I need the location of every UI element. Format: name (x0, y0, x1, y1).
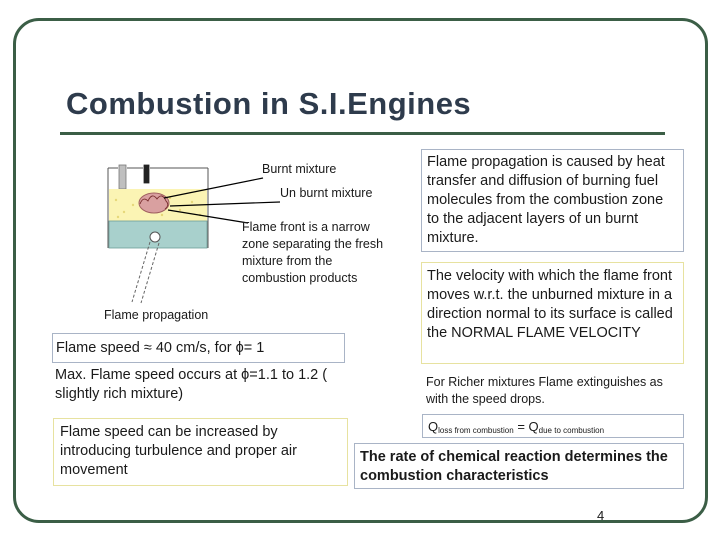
phi-symbol-2: ϕ (241, 367, 250, 383)
flame-speed-prefix: Flame speed (56, 340, 140, 356)
increase-flame-speed-box: Flame speed can be increased by introduc… (53, 418, 348, 486)
richer-mixtures-text: For Richer mixtures Flame extinguishes a… (426, 375, 663, 406)
flame-speed-box: Flame speed ≈ 40 cm/s, for ϕ= 1 (52, 333, 345, 363)
slide-title: Combustion in S.I.Engines (66, 86, 472, 121)
page-number: 4 (597, 508, 605, 523)
normal-flame-velocity-box: The velocity with which the flame front … (421, 262, 684, 364)
max-prefix: Max. Flame speed occurs at (55, 367, 242, 383)
propagation-cause-box: Flame propagation is caused by heat tran… (421, 149, 684, 252)
unburnt-mixture-label: Un burnt mixture (280, 186, 373, 200)
slide-frame (13, 18, 708, 523)
burnt-mixture-region (138, 192, 170, 214)
heat-balance-box: Qloss from combustion = Qdue to combusti… (422, 414, 684, 438)
q-loss-symbol: Q (428, 419, 439, 434)
connecting-rod (131, 241, 160, 304)
flame-propagation-label: Flame propagation (104, 308, 209, 322)
q-due-subscript: due to combustion (538, 426, 605, 435)
reaction-rate-box: The rate of chemical reaction determines… (354, 443, 684, 489)
piston-pin (149, 231, 161, 243)
phi-symbol: ϕ (235, 340, 244, 356)
engine-diagram (107, 164, 281, 304)
flame-front-label: Flame front is a narrow zone separating … (242, 220, 384, 285)
max-suffix: =1.1 to 1.2 ( slightly rich mixture) (55, 367, 328, 402)
equals-q: = Q (513, 419, 539, 434)
title-underline (60, 132, 665, 135)
leader-lines (163, 177, 281, 224)
flame-front (139, 195, 169, 210)
burnt-mixture-label: Burnt mixture (262, 162, 337, 176)
flame-speed-approx: ≈ 40 cm/s, for (139, 340, 236, 356)
q-loss-subscript: loss from combustion (438, 426, 514, 435)
flame-speed-suffix: = 1 (243, 340, 265, 356)
cylinder-head (107, 164, 209, 248)
max-flame-speed-text: Max. Flame speed occurs at ϕ=1.1 to 1.2 … (52, 366, 342, 406)
